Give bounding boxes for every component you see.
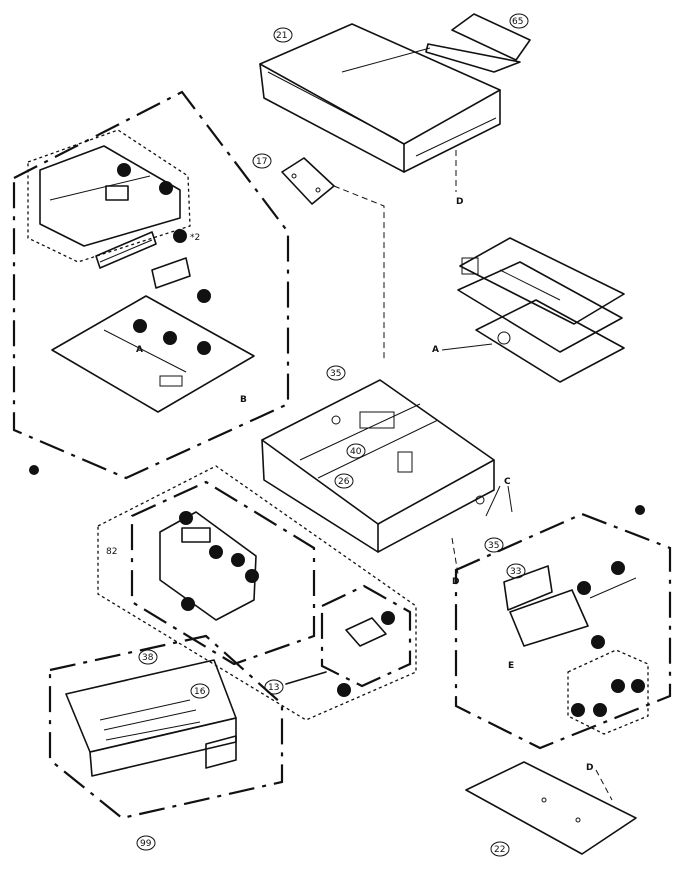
ref-label-b-pcb: B xyxy=(240,395,247,405)
ref-label-c: C xyxy=(504,477,511,487)
callout-top-cover: 21 xyxy=(276,31,287,41)
pcb-subgroup-boundary xyxy=(27,129,191,263)
callout-dot-11 xyxy=(159,181,173,195)
callout-chassis-screw: 40 xyxy=(350,447,362,457)
front-panel-boundary xyxy=(48,634,284,820)
top-cover: D xyxy=(259,23,501,207)
mark-x2: *2 xyxy=(190,233,200,243)
callout-screw-a: 35 xyxy=(330,369,341,379)
callout-ps-part: 33 xyxy=(510,567,521,577)
callout-left-group: 82 xyxy=(106,547,117,557)
sub-bracket: 17 xyxy=(252,153,335,205)
ref-label-d-top: D xyxy=(456,197,463,207)
callout-screw-b: 35 xyxy=(488,541,499,551)
label-sheet: 65 xyxy=(425,13,531,73)
deck-mechanism xyxy=(457,237,625,383)
callout-cable: 13 xyxy=(268,683,279,693)
ref-label-e: E xyxy=(508,661,514,671)
front-left-group-boundary xyxy=(97,465,417,721)
callout-chassis-part: 26 xyxy=(338,477,350,487)
pcb-sub-boundary xyxy=(320,584,412,688)
callout-front-assy: 99 xyxy=(140,839,152,849)
pcb-group-boundary xyxy=(12,90,290,480)
main-chassis xyxy=(261,379,495,553)
ref-label-a-deck: A xyxy=(432,345,439,355)
ref-label-a-pcb: A xyxy=(136,345,143,355)
callout-front-panel: 16 xyxy=(194,687,206,697)
callout-bottom-plate: 22 xyxy=(494,845,505,855)
ref-label-d-bottom: D xyxy=(586,763,593,773)
callout-sub-bracket: 17 xyxy=(256,157,267,167)
callout-dot-10 xyxy=(117,163,131,177)
bottom-plate: 22 D xyxy=(465,761,637,857)
power-subgroup-boundary xyxy=(567,649,649,735)
front-board-boundary xyxy=(130,480,316,666)
power-group-boundary xyxy=(454,512,672,750)
callout-panel-screw: 38 xyxy=(142,653,154,663)
callout-label-sheet: 65 xyxy=(512,17,523,27)
